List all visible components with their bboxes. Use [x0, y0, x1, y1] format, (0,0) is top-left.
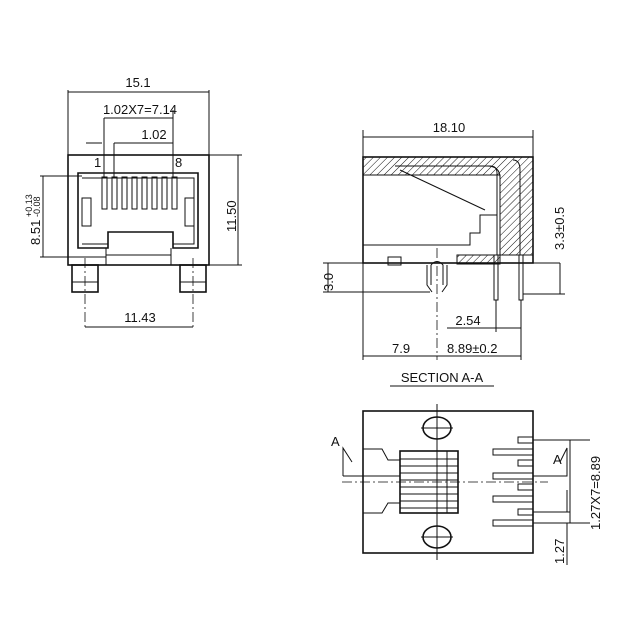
pin-8-label: 8	[175, 155, 182, 170]
peg-spacing-dimension: 11.43	[124, 310, 156, 325]
opening-tolerance-minus: -0.08	[32, 196, 42, 217]
opening-height-dimension: 8.51	[28, 220, 43, 245]
bottom-view: A A 1.27X7=8.89 1.27	[331, 404, 603, 565]
peg-length-dimension: 3.0	[321, 273, 336, 291]
height-dimension: 11.50	[224, 200, 239, 232]
pcb-pins	[492, 436, 534, 527]
pin-offset-dimension: 8.89±0.2	[447, 341, 498, 356]
section-view: 18.10 3.0 3.3±0.5 2.54 7.9 8.89±0.2 SECT…	[321, 120, 567, 387]
pin-length-dimension: 3.3±0.5	[552, 207, 567, 250]
length-dimension: 18.10	[433, 120, 466, 135]
section-marker-right: A	[553, 452, 562, 467]
pin-pitch-dimension: 1.27	[552, 539, 567, 564]
pin-span-dimension: 1.27X7=8.89	[588, 456, 603, 530]
opening-tolerance-plus: +0.13	[24, 194, 34, 217]
section-title: SECTION A-A	[401, 370, 484, 385]
pin-1-label: 1	[94, 155, 101, 170]
pitch-dimension: 1.02	[141, 127, 166, 142]
front-view: 15.1 1.02X7=7.14 1.02 1 8 8.51 +0.13 -0.…	[24, 75, 242, 330]
section-marker-left: A	[331, 434, 340, 449]
pin-row-spacing-dimension: 2.54	[455, 313, 480, 328]
pitch-total-dimension: 1.02X7=7.14	[103, 102, 177, 117]
peg-offset-dimension: 7.9	[392, 341, 410, 356]
contacts	[101, 176, 178, 210]
width-dimension: 15.1	[125, 75, 150, 90]
